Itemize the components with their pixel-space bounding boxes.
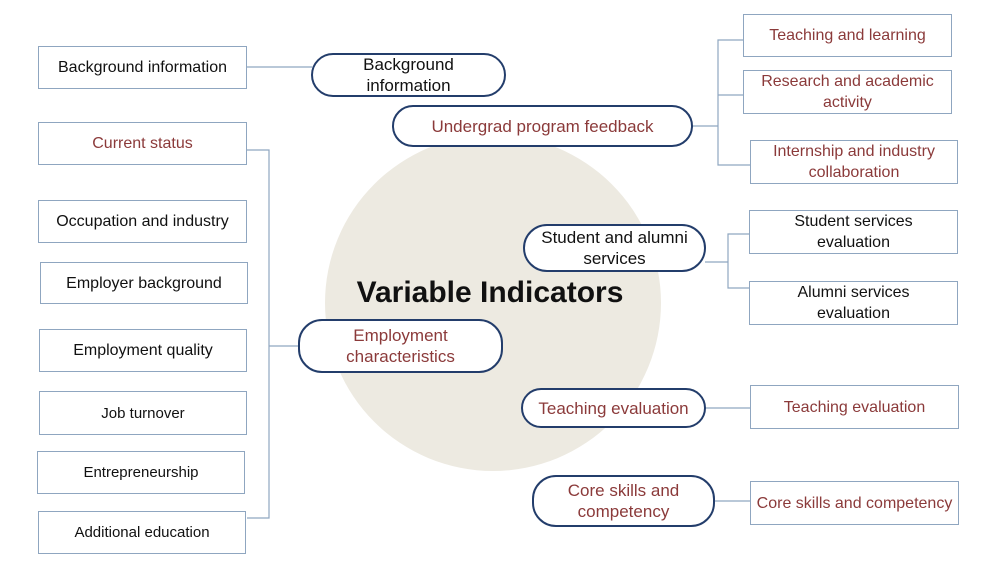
hub-label: Core skills and competency: [567, 481, 680, 521]
leaf-label: Internship and industry collaboration: [773, 143, 935, 181]
leaf-alumni-services-evaluation: Alumni services evaluation: [749, 281, 958, 325]
leaf-label: Occupation and industry: [56, 213, 229, 230]
center-title: Variable Indicators: [356, 276, 624, 309]
hub-teaching-evaluation: Teaching evaluation: [521, 388, 706, 428]
leaf-student-services-evaluation: Student services evaluation: [749, 210, 958, 254]
leaf-teaching-evaluation: Teaching evaluation: [750, 385, 959, 429]
leaf-label: Employer background: [66, 274, 222, 292]
leaf-label: Job turnover: [101, 404, 185, 422]
leaf-employment-quality: Employment quality: [39, 329, 247, 372]
leaf-entrepreneurship: Entrepreneurship: [37, 451, 245, 494]
leaf-label: Teaching and learning: [769, 27, 926, 44]
hub-employment-characteristics: Employment characteristics: [298, 319, 503, 373]
leaf-label: Alumni services evaluation: [797, 284, 910, 322]
hub-label: Undergrad program feedback: [431, 116, 654, 136]
leaf-additional-education: Additional education: [38, 511, 246, 554]
leaf-label: Additional education: [74, 524, 210, 541]
hub-background-information: Background information: [311, 53, 506, 97]
leaf-label: Employment quality: [73, 342, 213, 359]
hub-undergrad-program-feedback: Undergrad program feedback: [392, 105, 693, 147]
leaf-label: Current status: [92, 135, 193, 152]
leaf-job-turnover: Job turnover: [39, 391, 247, 435]
leaf-background-information: Background information: [38, 46, 247, 89]
leaf-label: Teaching evaluation: [783, 398, 926, 416]
hub-label: Teaching evaluation: [538, 398, 689, 418]
hub-label: Employment characteristics: [346, 326, 455, 366]
leaf-label: Entrepreneurship: [83, 464, 199, 481]
leaf-internship-industry-collaboration: Internship and industry collaboration: [750, 140, 958, 184]
hub-student-alumni-services: Student and alumni services: [523, 224, 706, 272]
hub-label: Student and alumni services: [541, 228, 688, 268]
hub-label: Background information: [363, 55, 454, 95]
leaf-teaching-learning: Teaching and learning: [743, 14, 952, 57]
leaf-label: Research and academic activity: [761, 73, 934, 111]
hub-core-skills-competency: Core skills and competency: [532, 475, 715, 527]
leaf-occupation-industry: Occupation and industry: [38, 200, 247, 243]
leaf-label: Core skills and competency: [756, 494, 953, 512]
leaf-employer-background: Employer background: [40, 262, 248, 304]
leaf-core-skills-competency: Core skills and competency: [750, 481, 959, 525]
leaf-research-academic-activity: Research and academic activity: [743, 70, 952, 114]
leaf-label: Background information: [58, 59, 227, 76]
leaf-label: Student services evaluation: [794, 213, 913, 251]
leaf-current-status: Current status: [38, 122, 247, 165]
